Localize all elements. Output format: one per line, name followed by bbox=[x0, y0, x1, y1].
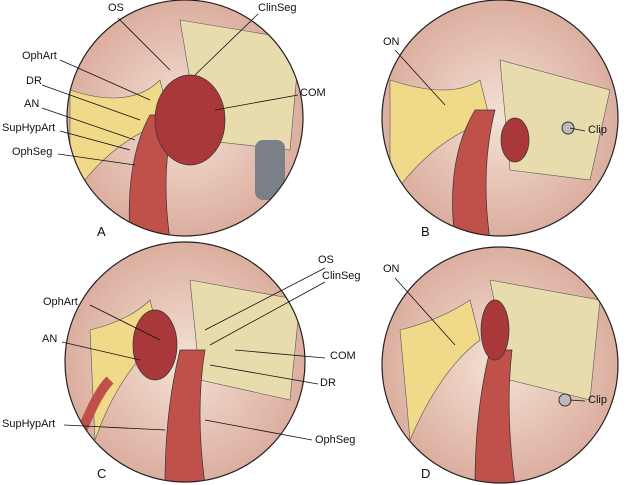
label-os: OS bbox=[318, 254, 334, 266]
panel-a-view bbox=[67, 0, 303, 236]
label-clinseg: ClinSeg bbox=[258, 2, 297, 14]
label-suphypart: SupHypArt bbox=[2, 418, 56, 430]
label-ophart: OphArt bbox=[22, 50, 57, 62]
panel-letter-b: B bbox=[421, 224, 430, 239]
label-clip: Clip bbox=[588, 124, 607, 136]
label-dr: DR bbox=[320, 377, 336, 389]
panel-letter-c: C bbox=[97, 466, 107, 481]
label-com: COM bbox=[330, 350, 356, 362]
label-clip: Clip bbox=[588, 394, 607, 406]
label-ophseg: OphSeg bbox=[12, 146, 53, 158]
leader-lines bbox=[41, 13, 586, 441]
label-clinseg: ClinSeg bbox=[322, 270, 361, 282]
panel-c-view bbox=[65, 242, 305, 482]
label-an: AN bbox=[42, 333, 58, 345]
label-an: AN bbox=[24, 98, 40, 110]
label-on: ON bbox=[383, 36, 400, 48]
label-ophseg: OphSeg bbox=[315, 434, 356, 446]
panel-letter-a: A bbox=[97, 224, 106, 239]
label-com: COM bbox=[300, 87, 326, 99]
label-suphypart: SupHypArt bbox=[2, 122, 56, 134]
label-os: OS bbox=[108, 2, 124, 14]
label-dr: DR bbox=[26, 75, 42, 87]
label-ophart: OphArt bbox=[43, 296, 78, 308]
panel-letter-d: D bbox=[421, 466, 431, 481]
panel-d-view bbox=[382, 247, 618, 483]
label-on: ON bbox=[383, 263, 400, 275]
panel-b-view bbox=[382, 0, 618, 236]
